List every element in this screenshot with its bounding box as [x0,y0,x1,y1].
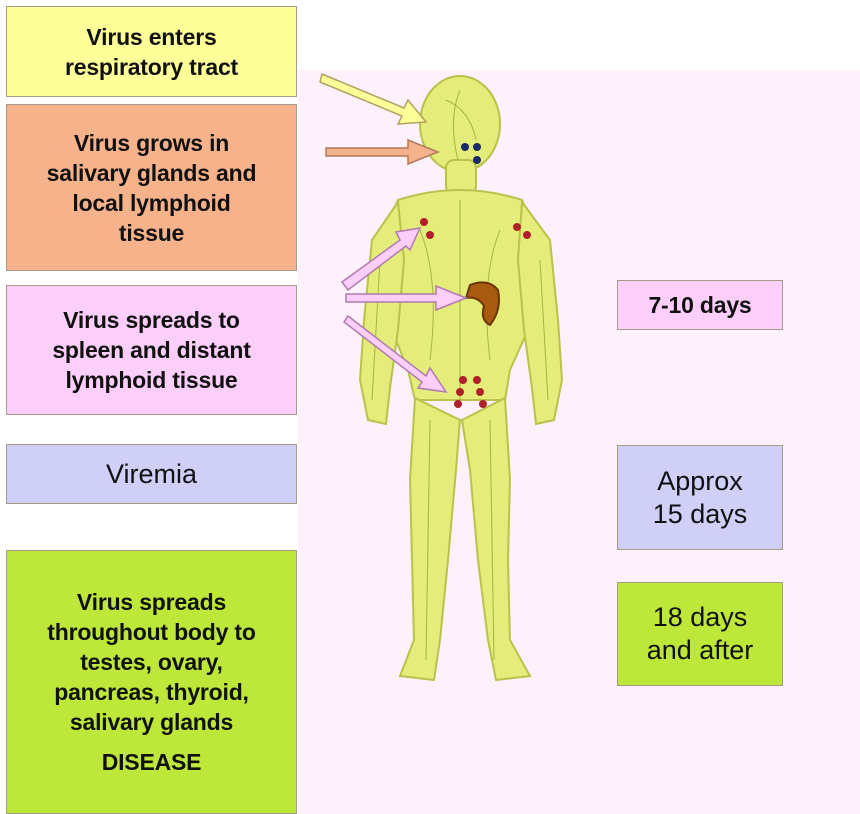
stage-viremia-text: Viremia [106,458,197,491]
node-red-8 [476,388,484,396]
neck [446,160,476,194]
node-blue-2 [473,143,481,151]
node-red-4 [523,231,531,239]
node-blue-1 [461,143,469,151]
node-red-5 [459,376,467,384]
stage-virus-grows: Virus grows in salivary glands and local… [6,104,297,271]
node-red-7 [456,388,464,396]
node-red-9 [454,400,462,408]
right-leg [462,398,530,680]
stage-viremia: Viremia [6,444,297,504]
node-red-2 [426,231,434,239]
stage-virus-spreads-body: Virus spreads throughout body to testes,… [6,550,297,814]
node-red-1 [420,218,428,226]
body-figure [298,70,860,814]
node-blue-3 [473,156,481,164]
arrow-grows [326,140,438,164]
disease-label: DISEASE [102,747,202,777]
stage-virus-spreads: Virus spreads to spleen and distant lymp… [6,285,297,415]
node-red-3 [513,223,521,231]
stage-virus-enters: Virus enters respiratory tract [6,6,297,97]
stage-body-text: Virus spreads throughout body to testes,… [47,587,255,737]
node-red-6 [473,376,481,384]
stage-virus-spreads-text: Virus spreads to spleen and distant lymp… [52,305,250,395]
arrow-enters [320,74,426,124]
node-red-10 [479,400,487,408]
stage-virus-grows-text: Virus grows in salivary glands and local… [47,128,257,248]
stage-virus-enters-text: Virus enters respiratory tract [65,22,238,82]
